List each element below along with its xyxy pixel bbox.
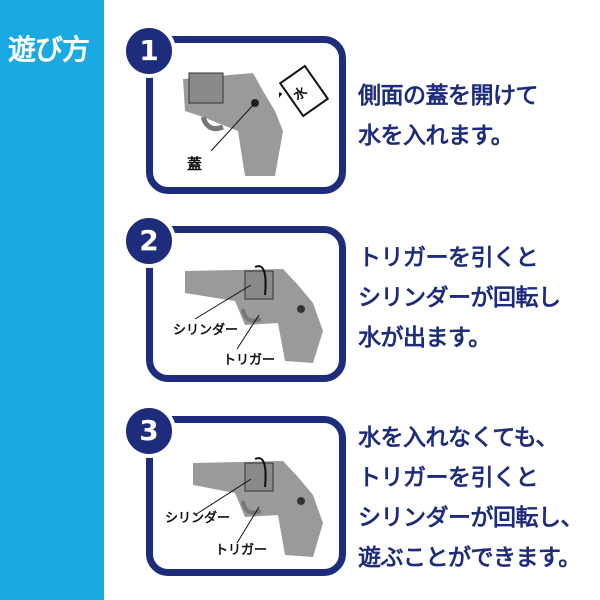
text-line: 水が出ます。 — [358, 325, 491, 351]
step-2-text: トリガーを引くと シリンダーが回転し 水が出ます。 — [358, 238, 561, 358]
text-line: 水を入れなくても、 — [358, 425, 558, 451]
trigger-label: トリガー — [215, 543, 268, 558]
text-line: 水を入れます。 — [358, 123, 514, 149]
revolver-illustration — [183, 72, 283, 176]
text-line: トリガーを引くと — [358, 245, 538, 271]
text-line: 遊ぶことができます。 — [358, 545, 581, 571]
step-3-number: 3 — [122, 404, 176, 458]
trigger-label: トリガー — [223, 353, 276, 368]
text-line: トリガーを引くと — [358, 465, 539, 491]
cylinder-label: シリンダー — [173, 323, 239, 338]
cylinder-label: シリンダー — [165, 511, 231, 526]
step-1-illustration: 水 蓋 — [146, 36, 346, 194]
sidebar: 遊び方 — [0, 0, 104, 600]
step-3-text: 水を入れなくても、 トリガーを引くと シリンダーが回転し、 遊ぶことができます。 — [358, 418, 584, 578]
water-packet-icon — [279, 64, 329, 118]
text-line: シリンダーが回転し — [358, 285, 561, 311]
text-line: 側面の蓋を開けて — [358, 83, 539, 109]
revolver-illustration — [193, 457, 323, 557]
step-1-text: 側面の蓋を開けて 水を入れます。 — [358, 76, 539, 156]
step-3-illustration: シリンダー トリガー — [146, 416, 346, 576]
text-line: シリンダーが回転し、 — [358, 505, 584, 531]
revolver-illustration — [185, 265, 323, 363]
step-1-number: 1 — [122, 24, 176, 78]
lid-label: 蓋 — [187, 155, 203, 173]
sidebar-title: 遊び方 — [8, 33, 90, 66]
step-2-illustration: シリンダー トリガー — [146, 226, 346, 382]
step-2-number: 2 — [122, 214, 176, 268]
